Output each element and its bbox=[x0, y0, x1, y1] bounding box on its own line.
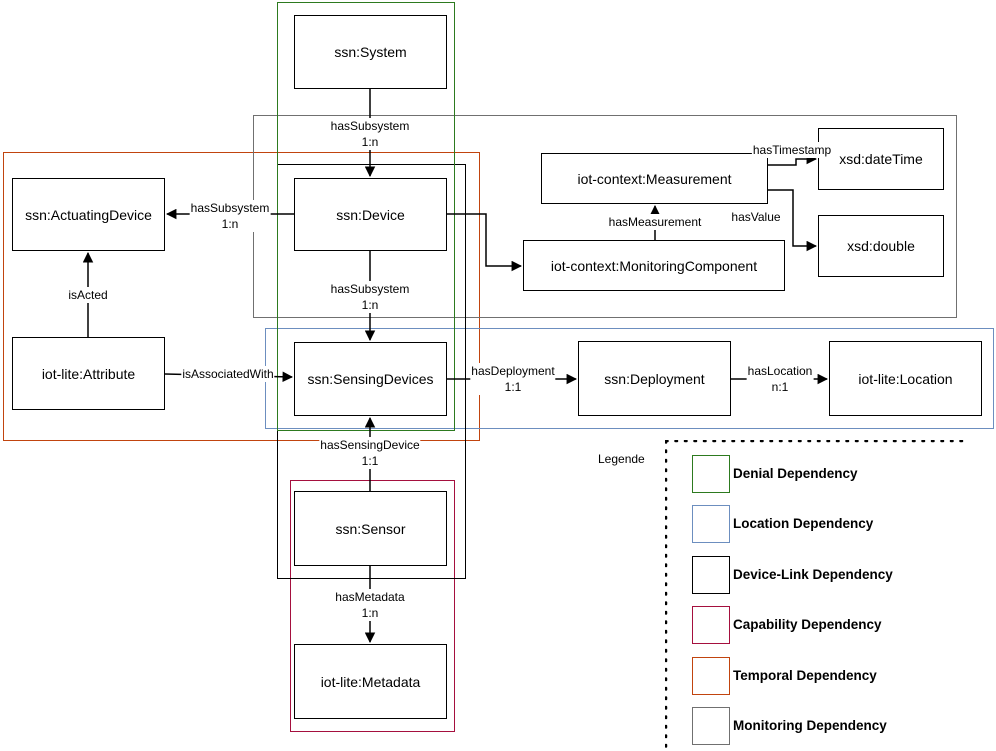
node-iot-context-monitoring-component: iot-context:MonitoringComponent bbox=[523, 240, 785, 291]
legend-label: Temporal Dependency bbox=[733, 668, 877, 683]
legend-swatch bbox=[692, 455, 730, 493]
edge-name: hasSensingDevice bbox=[320, 438, 420, 452]
edge-label-device-actuating: hasSubsystem 1:n bbox=[189, 200, 271, 232]
legend-label: Monitoring Dependency bbox=[733, 718, 887, 733]
edge-label-attribute-sensing: isAssociatedWith bbox=[181, 366, 275, 382]
legend-swatch bbox=[692, 707, 730, 745]
node-xsd-datetime: xsd:dateTime bbox=[818, 128, 944, 190]
edge-cardinality: 1:n bbox=[361, 606, 379, 620]
legend-label: Location Dependency bbox=[733, 516, 874, 531]
edge-device-monitoring bbox=[447, 213, 523, 272]
edge-name: hasValue bbox=[731, 210, 781, 224]
node-ssn-sensor: ssn:Sensor bbox=[294, 491, 447, 566]
edge-cardinality: 1:n bbox=[361, 135, 379, 149]
node-ssn-system: ssn:System bbox=[294, 15, 447, 89]
node-iot-lite-attribute: iot-lite:Attribute bbox=[12, 337, 165, 410]
edge-label-measurement-double: hasValue bbox=[730, 209, 782, 225]
edge-label-system-device: hasSubsystem 1:n bbox=[329, 118, 411, 150]
node-xsd-double: xsd:double bbox=[818, 215, 944, 277]
legend-label: Capability Dependency bbox=[733, 617, 882, 632]
edge-cardinality: n:1 bbox=[771, 380, 789, 394]
capability-dependency-frame bbox=[290, 480, 455, 732]
edge-cardinality: 1:1 bbox=[361, 454, 379, 468]
legend-border bbox=[665, 440, 965, 751]
legend-label: Denial Dependency bbox=[733, 466, 858, 481]
edge-name: isAssociatedWith bbox=[182, 367, 274, 381]
edge-label-monitoring-measurement: hasMeasurement bbox=[607, 214, 703, 230]
edge-label-attribute-actuating: isActed bbox=[67, 287, 109, 303]
node-ssn-sensing-devices: ssn:SensingDevices bbox=[294, 342, 447, 416]
edge-cardinality: 1:n bbox=[221, 217, 239, 231]
legend-swatch bbox=[692, 657, 730, 695]
legend-swatch bbox=[692, 606, 730, 644]
node-iot-lite-metadata: iot-lite:Metadata bbox=[294, 644, 447, 719]
edge-label-sensing-deployment: hasDeployment 1:1 bbox=[470, 363, 556, 395]
legend-swatch bbox=[692, 505, 730, 543]
node-ssn-actuating-device: ssn:ActuatingDevice bbox=[12, 178, 165, 251]
edge-name: hasTimestamp bbox=[752, 143, 832, 157]
legend-label: Device-Link Dependency bbox=[733, 567, 893, 582]
edge-measurement-double bbox=[768, 189, 818, 252]
node-ssn-deployment: ssn:Deployment bbox=[578, 341, 731, 416]
node-ssn-device: ssn:Device bbox=[294, 178, 447, 251]
edge-cardinality: 1:n bbox=[361, 298, 379, 312]
edge-measurement-datetime bbox=[768, 153, 818, 166]
legend-swatch bbox=[692, 556, 730, 594]
edge-name: hasSubsystem bbox=[330, 119, 410, 133]
node-iot-lite-location: iot-lite:Location bbox=[829, 341, 982, 416]
edge-name: hasSubsystem bbox=[330, 282, 410, 296]
edge-name: hasMetadata bbox=[335, 590, 405, 604]
edge-label-sensor-metadata: hasMetadata 1:n bbox=[334, 589, 406, 621]
node-iot-context-measurement: iot-context:Measurement bbox=[541, 153, 768, 204]
edge-name: isActed bbox=[68, 288, 108, 302]
edge-label-device-sensing: hasSubsystem 1:n bbox=[329, 281, 411, 313]
legend-title: Legende bbox=[598, 452, 645, 466]
edge-name: hasDeployment bbox=[471, 364, 555, 378]
edge-name: hasMeasurement bbox=[608, 215, 702, 229]
edge-label-measurement-datetime: hasTimestamp bbox=[751, 142, 833, 158]
edge-label-deployment-location: hasLocation n:1 bbox=[746, 363, 814, 395]
edge-name: hasSubsystem bbox=[190, 201, 270, 215]
denial-dependency-frame bbox=[277, 2, 455, 431]
edge-cardinality: 1:1 bbox=[504, 380, 522, 394]
edge-label-sensor-sensing: hasSensingDevice 1:1 bbox=[319, 437, 421, 469]
edge-name: hasLocation bbox=[747, 364, 813, 378]
temporal-dependency-frame bbox=[3, 152, 480, 441]
